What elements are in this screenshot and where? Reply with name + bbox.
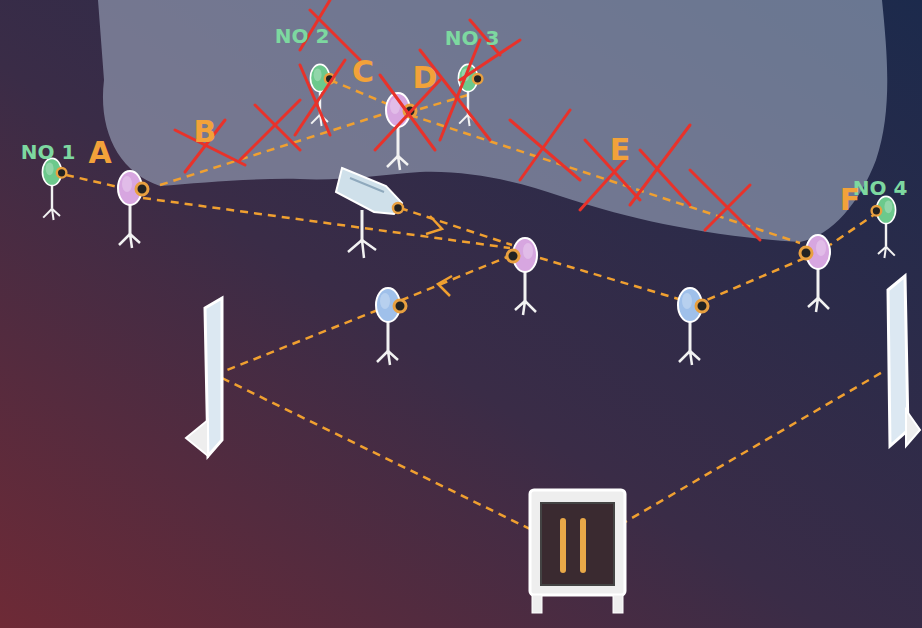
heater [530, 490, 625, 613]
blocked-marks [175, 0, 760, 240]
microphone-number: NO 4 [853, 178, 908, 198]
pink-microphones [118, 93, 830, 315]
path-letter: F [840, 185, 861, 215]
fog-cloud [98, 0, 887, 242]
path-letter: C [352, 57, 374, 87]
path-letter: B [194, 117, 217, 147]
path-letter: E [610, 135, 631, 165]
green-microphones [42, 64, 895, 258]
microphone-number: NO 2 [275, 26, 330, 46]
light-paths [66, 80, 886, 530]
right-mirror [888, 276, 920, 446]
microphone-number: NO 1 [21, 142, 76, 162]
path-letter: A [88, 138, 111, 168]
left-mirror [186, 298, 222, 456]
blue-microphones [376, 288, 708, 365]
laser-source [336, 168, 403, 258]
direction-chevrons [426, 216, 452, 296]
path-letter: D [413, 63, 438, 93]
microphone-number: NO 3 [445, 28, 500, 48]
